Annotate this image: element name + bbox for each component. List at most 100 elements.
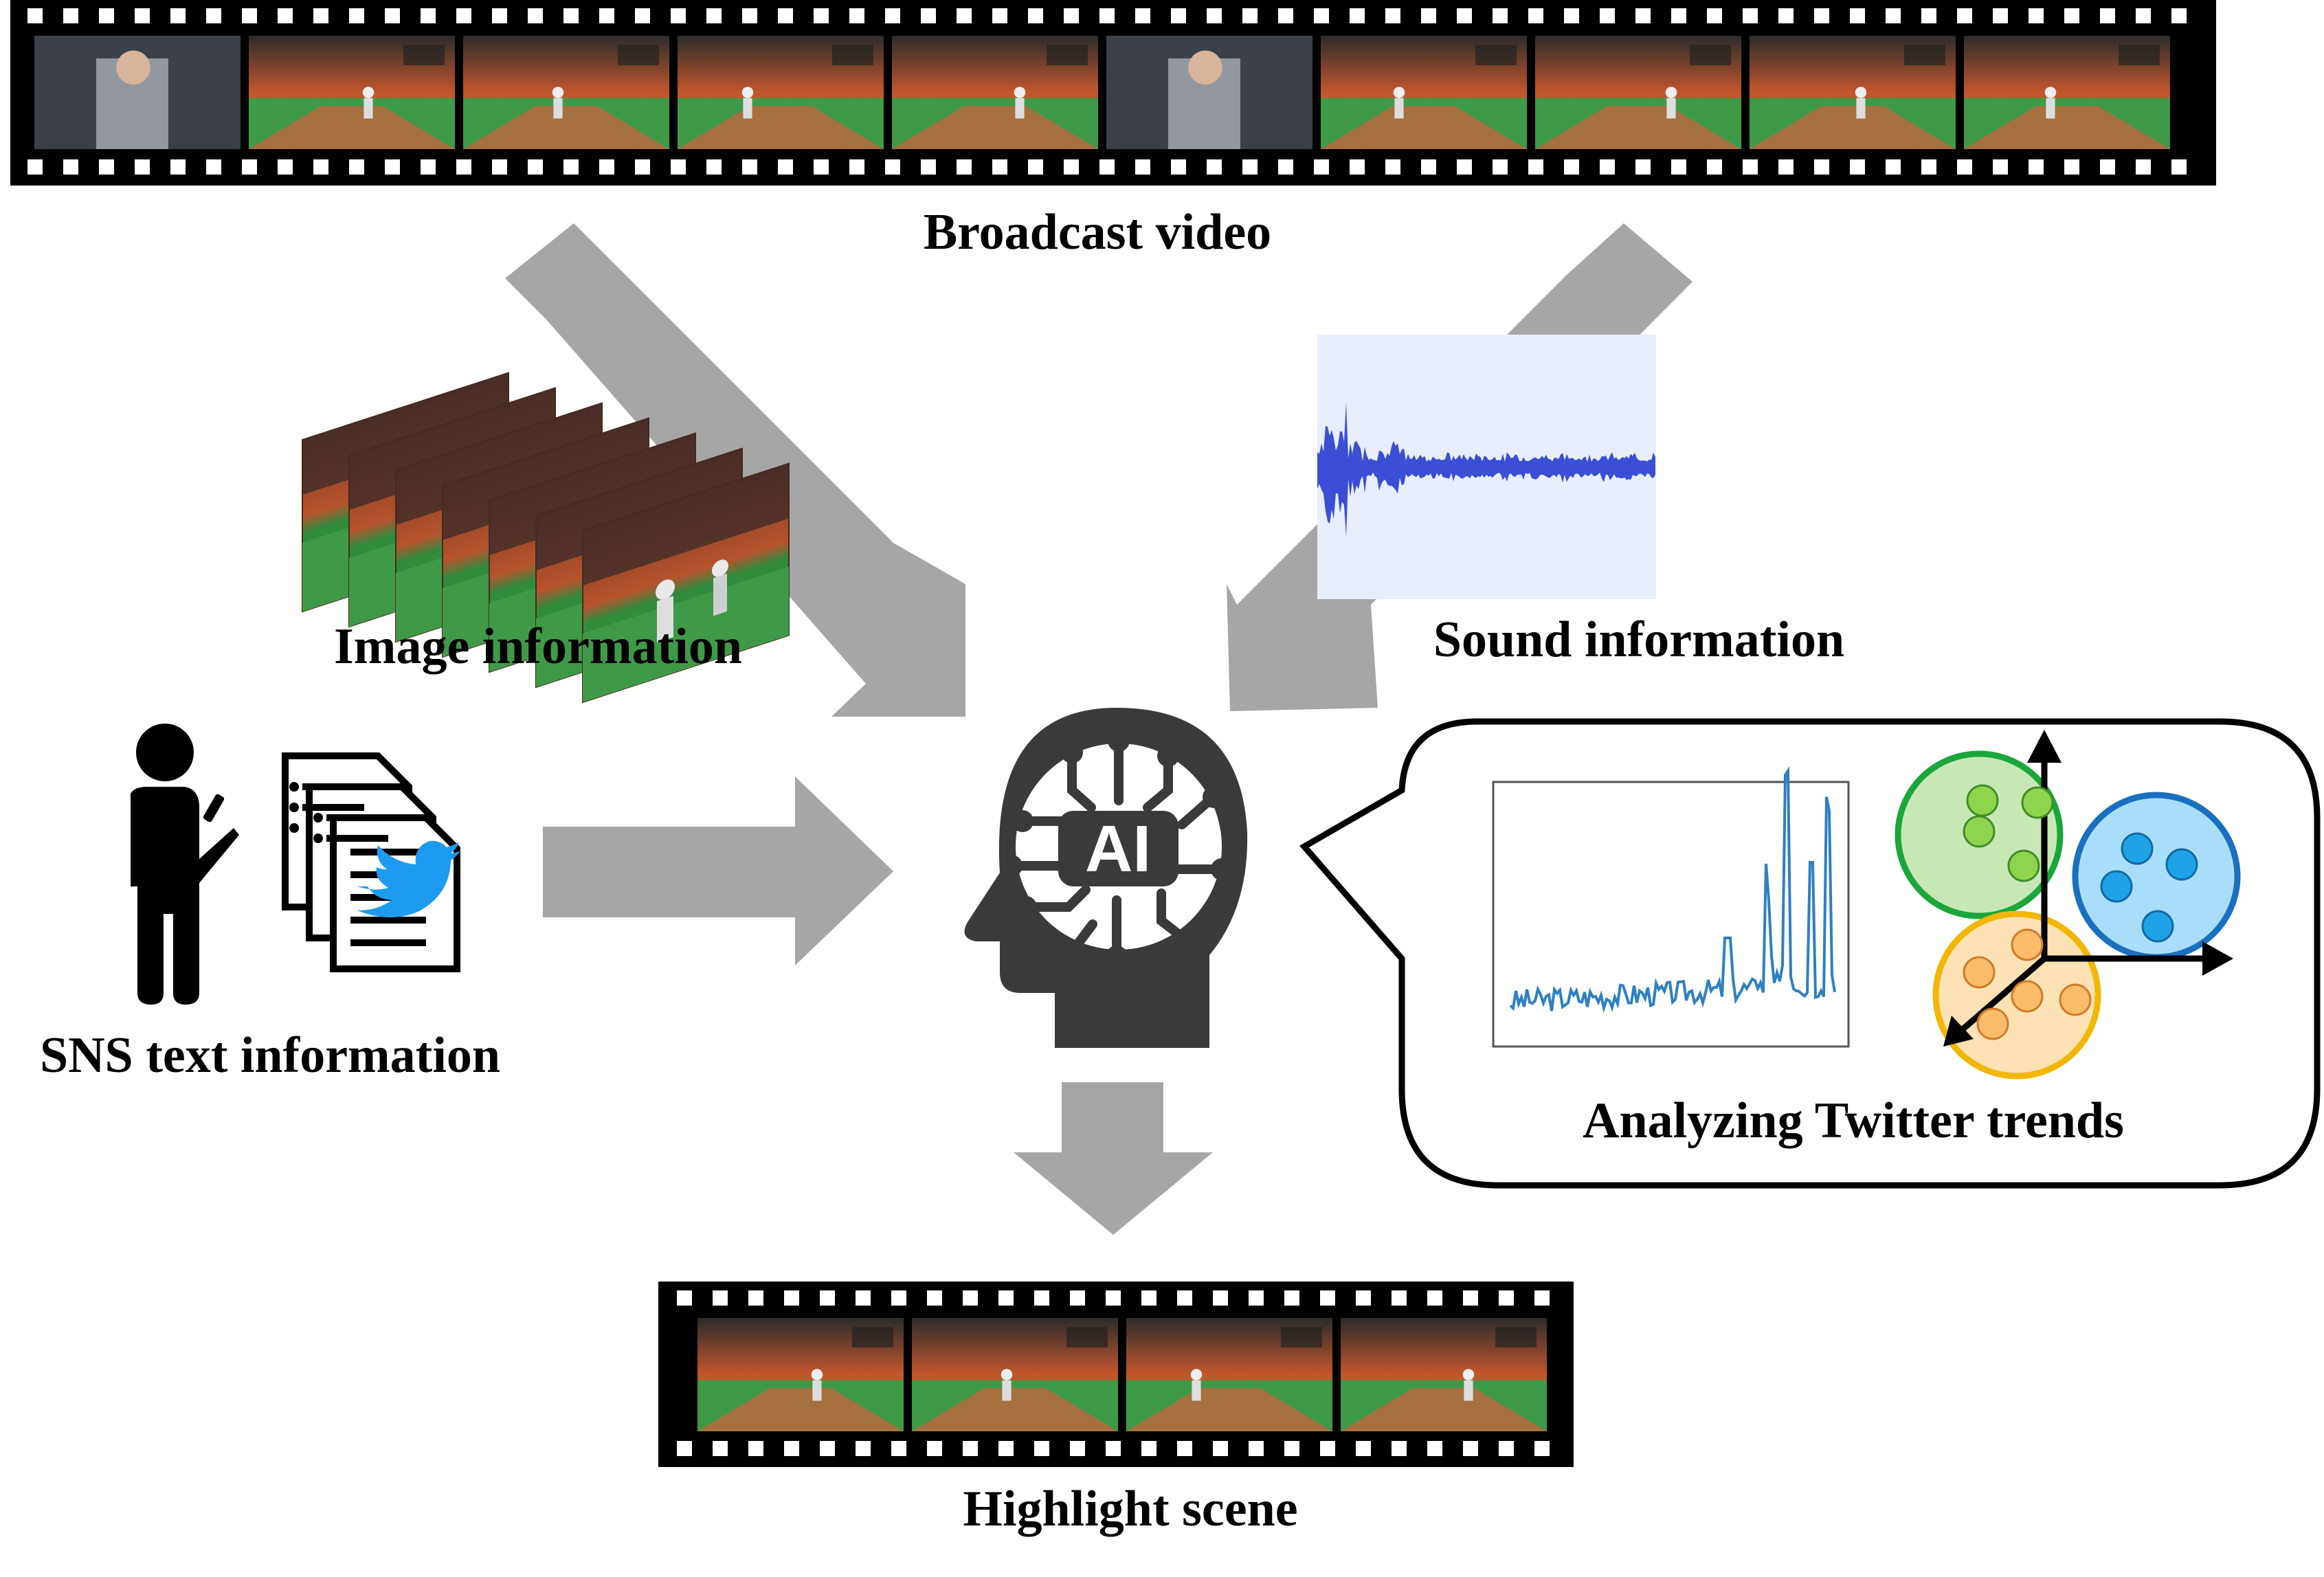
sprocket-hole <box>1534 1290 1550 1306</box>
sprocket-hole <box>1778 8 1794 23</box>
sprocket-hole <box>1171 159 1186 175</box>
highlight-film-strip <box>658 1282 1574 1467</box>
sprocket-hole <box>99 159 114 175</box>
sprocket-hole <box>1427 1290 1442 1306</box>
sprocket-hole <box>1564 8 1579 23</box>
sprocket-hole <box>528 159 543 175</box>
sprocket-hole <box>748 1290 763 1306</box>
sprocket-hole <box>1957 159 1972 175</box>
sns-text-information-label: SNS text information <box>40 1027 500 1084</box>
sprocket-hole <box>921 159 936 175</box>
sprocket-hole <box>349 8 364 23</box>
sprocket-hole <box>1356 1441 1371 1456</box>
sprocket-hole <box>1034 1441 1049 1456</box>
sprocket-hole <box>563 8 579 23</box>
sprocket-hole <box>1463 1290 1478 1306</box>
film-sprocket-holes <box>677 1290 1550 1456</box>
sprocket-hole <box>1028 159 1043 175</box>
sprocket-hole <box>1213 1441 1228 1456</box>
ai-text: AI <box>1085 812 1151 886</box>
sprocket-hole <box>927 1441 942 1456</box>
sprocket-hole <box>1314 159 1329 175</box>
sprocket-hole <box>1493 159 1508 175</box>
sprocket-hole <box>1850 8 1865 23</box>
sprocket-hole <box>242 8 257 23</box>
sprocket-hole <box>170 159 186 175</box>
sprocket-hole <box>1070 1441 1085 1456</box>
sprocket-hole <box>671 159 686 175</box>
video-frame <box>1341 1318 1547 1431</box>
sprocket-hole <box>1457 8 1472 23</box>
sprocket-hole <box>849 159 864 175</box>
sprocket-hole <box>1099 159 1115 175</box>
sprocket-hole <box>1242 8 1258 23</box>
trend-line <box>1509 766 1836 1014</box>
sprocket-hole <box>1320 1290 1335 1306</box>
sprocket-hole <box>1135 8 1150 23</box>
sprocket-hole <box>1778 159 1794 175</box>
sound-information-label: Sound information <box>1433 612 1844 668</box>
highlight-frames <box>697 1318 1547 1431</box>
image-frame <box>582 462 790 704</box>
sprocket-hole <box>1957 8 1972 23</box>
sprocket-hole <box>170 8 186 23</box>
sprocket-hole <box>713 1290 728 1306</box>
sprocket-hole <box>1385 159 1400 175</box>
sprocket-hole <box>921 8 936 23</box>
sprocket-hole <box>63 8 78 23</box>
video-frame <box>1106 36 1312 149</box>
sprocket-hole <box>385 8 400 23</box>
sprocket-hole <box>2064 159 2079 175</box>
twitter-trends-speech-bubble: Analyzing Twitter trends <box>1299 718 2321 1189</box>
person-with-phone-icon <box>131 724 239 1005</box>
sprocket-hole <box>1284 1441 1299 1456</box>
sprocket-hole <box>706 8 722 23</box>
sprocket-hole <box>206 159 221 175</box>
sprocket-hole <box>677 1441 692 1456</box>
video-frame <box>1750 36 1956 149</box>
sprocket-hole <box>1600 8 1615 23</box>
sprocket-hole <box>492 159 507 175</box>
sprocket-hole <box>1993 8 2008 23</box>
sprocket-hole <box>992 8 1007 23</box>
sprocket-hole <box>748 1441 763 1456</box>
sprocket-hole <box>563 159 579 175</box>
broadcast-film-strip <box>10 0 2216 186</box>
sprocket-hole <box>1743 8 1758 23</box>
sprocket-hole <box>1249 1441 1264 1456</box>
sprocket-hole <box>1207 159 1222 175</box>
sprocket-hole <box>1671 8 1686 23</box>
sprocket-hole <box>1528 8 1543 23</box>
sprocket-hole <box>1242 159 1258 175</box>
sprocket-hole <box>1635 159 1651 175</box>
sound-waveform <box>1317 402 1655 537</box>
sprocket-hole <box>1427 1441 1442 1456</box>
sprocket-hole <box>421 159 436 175</box>
sprocket-hole <box>1421 8 1436 23</box>
sprocket-hole <box>1106 1441 1121 1456</box>
sprocket-hole <box>1350 8 1365 23</box>
sprocket-hole <box>2029 159 2044 175</box>
sprocket-hole <box>206 8 221 23</box>
sprocket-hole <box>599 8 614 23</box>
video-frame <box>697 1318 904 1431</box>
sprocket-hole <box>1135 159 1150 175</box>
sprocket-hole <box>778 159 793 175</box>
sprocket-hole <box>992 159 1007 175</box>
sprocket-hole <box>1814 8 1829 23</box>
highlight-scene-label: Highlight scene <box>963 1481 1297 1537</box>
sprocket-hole <box>778 8 793 23</box>
sprocket-hole <box>528 8 543 23</box>
video-frame <box>34 36 241 149</box>
sprocket-hole <box>1064 159 1079 175</box>
sprocket-hole <box>1385 8 1400 23</box>
sprocket-hole <box>1600 159 1615 175</box>
sprocket-hole <box>2136 8 2151 23</box>
sprocket-hole <box>27 159 43 175</box>
sprocket-hole <box>635 159 650 175</box>
sprocket-hole <box>1993 159 2008 175</box>
sprocket-hole <box>1707 8 1722 23</box>
sprocket-hole <box>1177 1441 1192 1456</box>
sprocket-hole <box>1421 159 1436 175</box>
